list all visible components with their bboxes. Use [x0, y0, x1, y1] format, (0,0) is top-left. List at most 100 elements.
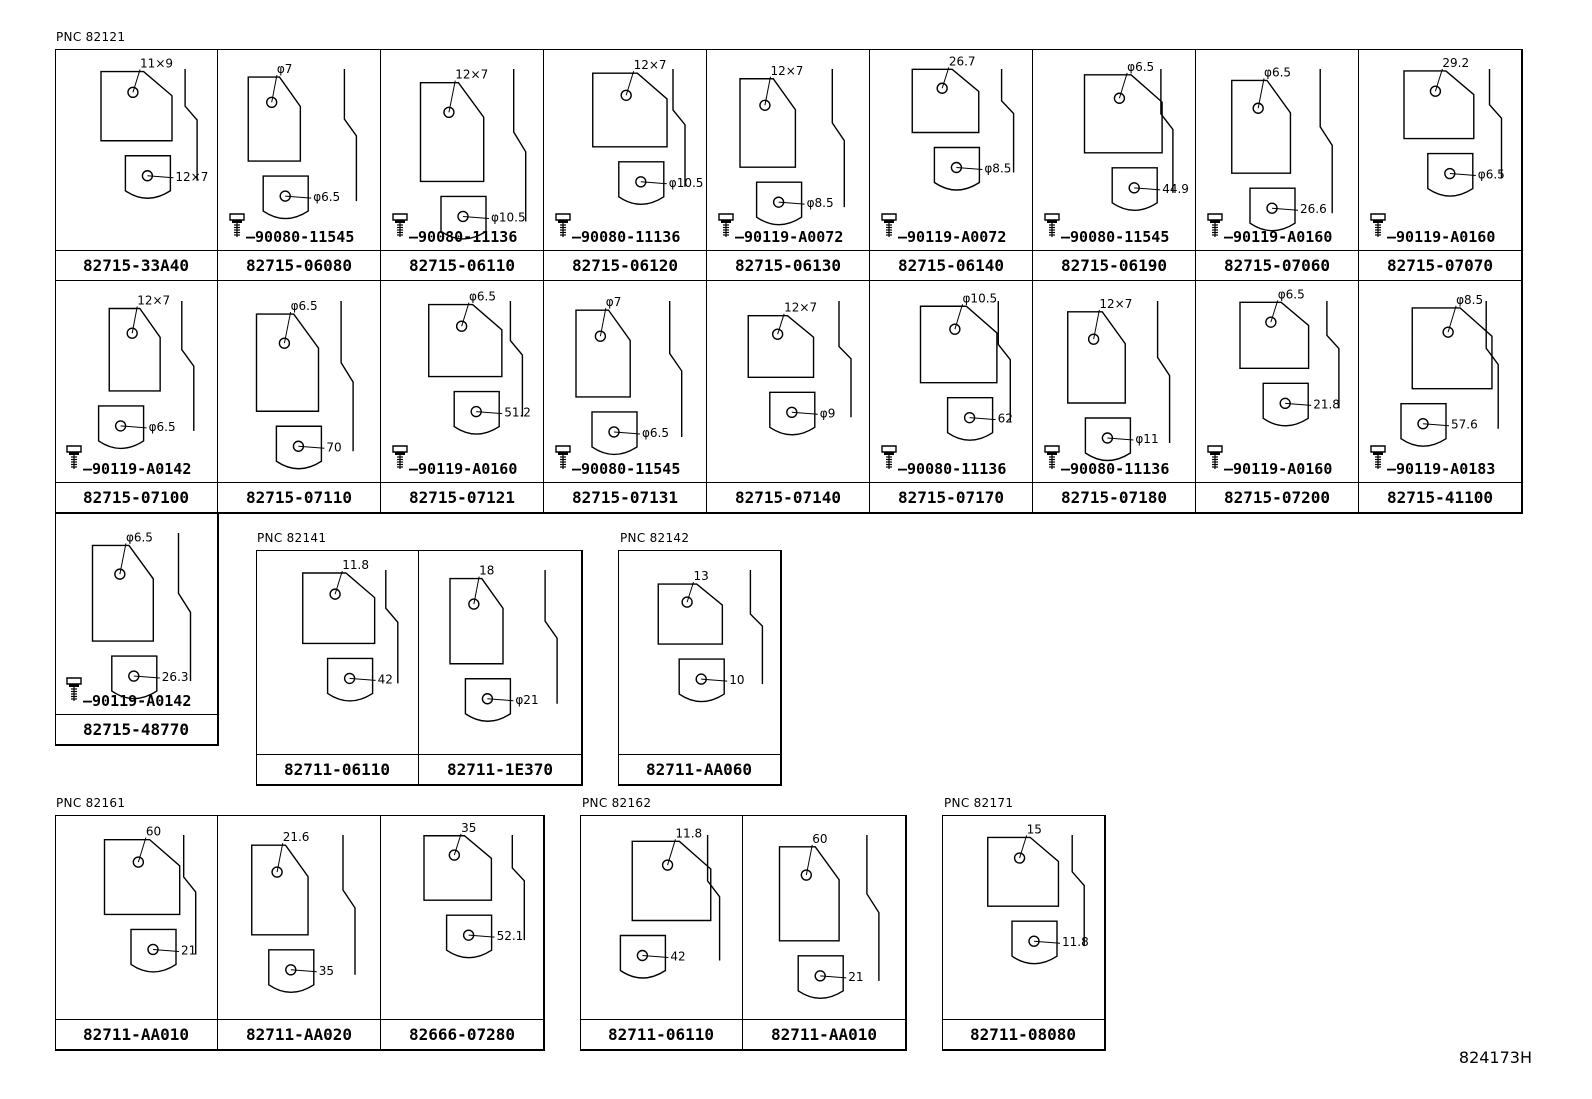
group-frame — [55, 513, 219, 746]
dimension-label: φ6.5 — [1127, 60, 1154, 74]
part-number: 82711-08080 — [942, 1019, 1104, 1049]
bolt-part-number: —90080-11136 — [1039, 445, 1169, 478]
pnc-label-82161: PNC 82161 — [56, 796, 126, 810]
bolt-icon — [1370, 445, 1386, 469]
bolt-part-number-text: —90119-A0142 — [83, 692, 192, 710]
part-number: 82711-AA010 — [55, 1019, 217, 1049]
bolt-icon — [718, 213, 734, 237]
dimension-label: 11.8 — [342, 558, 369, 572]
dimension-label: 44.9 — [1162, 182, 1189, 196]
bolt-part-number: —90080-11136 — [387, 213, 517, 246]
bolt-part-number: —90119-A0142 — [61, 677, 192, 710]
part-illustration: 12×7φ6.5 — [97, 294, 195, 450]
bolt-part-number: —90119-A0072 — [713, 213, 844, 246]
dimension-label: 12×7 — [634, 58, 667, 72]
bolt-part-number-text: —90119-A0072 — [735, 228, 844, 246]
dimension-label: φ6.5 — [149, 420, 176, 434]
part-sketch — [251, 835, 356, 993]
bolt-part-number: —90119-A0072 — [876, 213, 1007, 246]
part-sketch — [428, 301, 524, 435]
part-sketch — [778, 835, 880, 1000]
dimension-label: 21 — [181, 943, 196, 957]
part-number: 82715-06130 — [707, 250, 869, 280]
bolt-part-number: —90080-11545 — [550, 445, 681, 478]
dimension-label: 52.1 — [497, 929, 524, 943]
part-illustration: 12×7φ9 — [747, 301, 852, 436]
part-number: 82715-06190 — [1033, 250, 1195, 280]
dimension-label: φ8.5 — [984, 162, 1011, 176]
part-illustration: 35 52.1 — [423, 821, 525, 959]
bolt-icon — [1044, 445, 1060, 469]
bolt-icon — [1207, 213, 1223, 237]
part-number: 82715-07200 — [1196, 482, 1358, 512]
part-number: 82711-AA020 — [218, 1019, 380, 1049]
part-number: 82715-07170 — [870, 482, 1032, 512]
dimension-label: φ6.5 — [1264, 65, 1291, 79]
dimension-label: 35 — [461, 821, 476, 835]
dimension-label: 42 — [670, 950, 685, 964]
part-illustration: φ6.5 44.9 — [1083, 60, 1189, 212]
part-number: 82715-07060 — [1196, 250, 1358, 280]
part-sketch — [91, 533, 192, 700]
dimension-label: 11.8 — [675, 826, 702, 840]
dimension-label: 12×7 — [175, 170, 208, 184]
bolt-part-number-text: —90080-11136 — [572, 228, 681, 246]
dimension-label: 10 — [729, 673, 744, 687]
dimension-label: φ6.5 — [313, 190, 340, 204]
bolt-icon — [555, 445, 571, 469]
bolt-part-number-text: —90080-11545 — [572, 460, 681, 478]
bolt-part-number-text: —90119-A0142 — [83, 460, 192, 478]
part-number: 82715-06140 — [870, 250, 1032, 280]
bolt-part-number-text: —90119-A0160 — [1224, 228, 1333, 246]
pnc-label-82121: PNC 82121 — [56, 30, 126, 44]
bolt-icon — [392, 213, 408, 237]
bolt-part-number-text: —90119-A0072 — [898, 228, 1007, 246]
part-sketch — [911, 68, 1015, 191]
bolt-part-number-text: —90119-A0160 — [409, 460, 518, 478]
dimension-label: φ9 — [820, 406, 836, 420]
bolt-part-number-text: —90119-A0160 — [1224, 460, 1333, 478]
dimension-label: 42 — [378, 672, 393, 686]
dimension-label: φ10.5 — [963, 291, 998, 305]
dimension-label: 21 — [848, 970, 863, 984]
group-frame — [580, 815, 907, 1051]
part-sketch — [919, 301, 1011, 441]
part-number: 82715-06120 — [544, 250, 706, 280]
dimension-label: φ6.5 — [642, 426, 669, 440]
bolt-part-number: —90119-A0160 — [1202, 445, 1333, 478]
part-number: 82715-07100 — [55, 482, 217, 512]
part-sketch — [657, 570, 764, 703]
bolt-part-number-text: —90119-A0183 — [1387, 460, 1496, 478]
part-illustration: 29.2φ6.5 — [1403, 56, 1505, 197]
part-number: 82711-06110 — [580, 1019, 742, 1049]
bolt-part-number: —90119-A0160 — [387, 445, 518, 478]
part-number: 82711-1E370 — [419, 754, 581, 784]
part-illustration: φ6.551.2 — [428, 290, 531, 435]
part-number: 82711-AA010 — [743, 1019, 905, 1049]
group-frame — [256, 550, 583, 786]
dimension-label: φ10.5 — [491, 210, 526, 224]
dimension-label: 26.3 — [162, 670, 189, 684]
part-sketch — [747, 301, 852, 436]
part-sketch — [1403, 69, 1503, 197]
dimension-label: φ8.5 — [807, 196, 834, 210]
part-illustration: φ10.562 — [919, 291, 1013, 441]
